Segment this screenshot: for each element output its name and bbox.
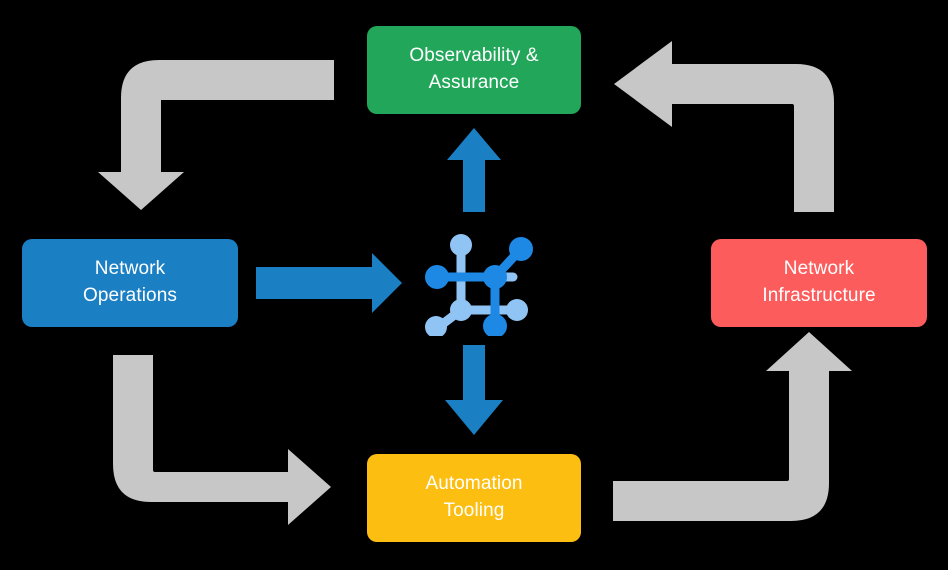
network-links-light	[433, 242, 520, 331]
arrow-automation-to-infrastructure	[613, 332, 852, 521]
network-topology-icon	[425, 234, 533, 336]
arrow-operations-to-center	[256, 253, 402, 313]
node-observability-assurance[interactable]: Observability & Assurance	[367, 26, 581, 114]
arrow-infrastructure-to-observability	[614, 41, 834, 212]
arrow-center-to-observability	[447, 128, 501, 212]
arrow-center-to-automation	[445, 345, 503, 435]
node-network-infrastructure[interactable]: Network Infrastructure	[711, 239, 927, 327]
network-nodes-light	[425, 234, 528, 336]
arrow-observability-to-operations	[98, 60, 334, 210]
node-automation-tooling[interactable]: Automation Tooling	[367, 454, 581, 542]
arrow-operations-to-automation	[113, 355, 331, 525]
node-network-operations[interactable]: Network Operations	[22, 239, 238, 327]
network-nodes-dark	[425, 237, 533, 336]
